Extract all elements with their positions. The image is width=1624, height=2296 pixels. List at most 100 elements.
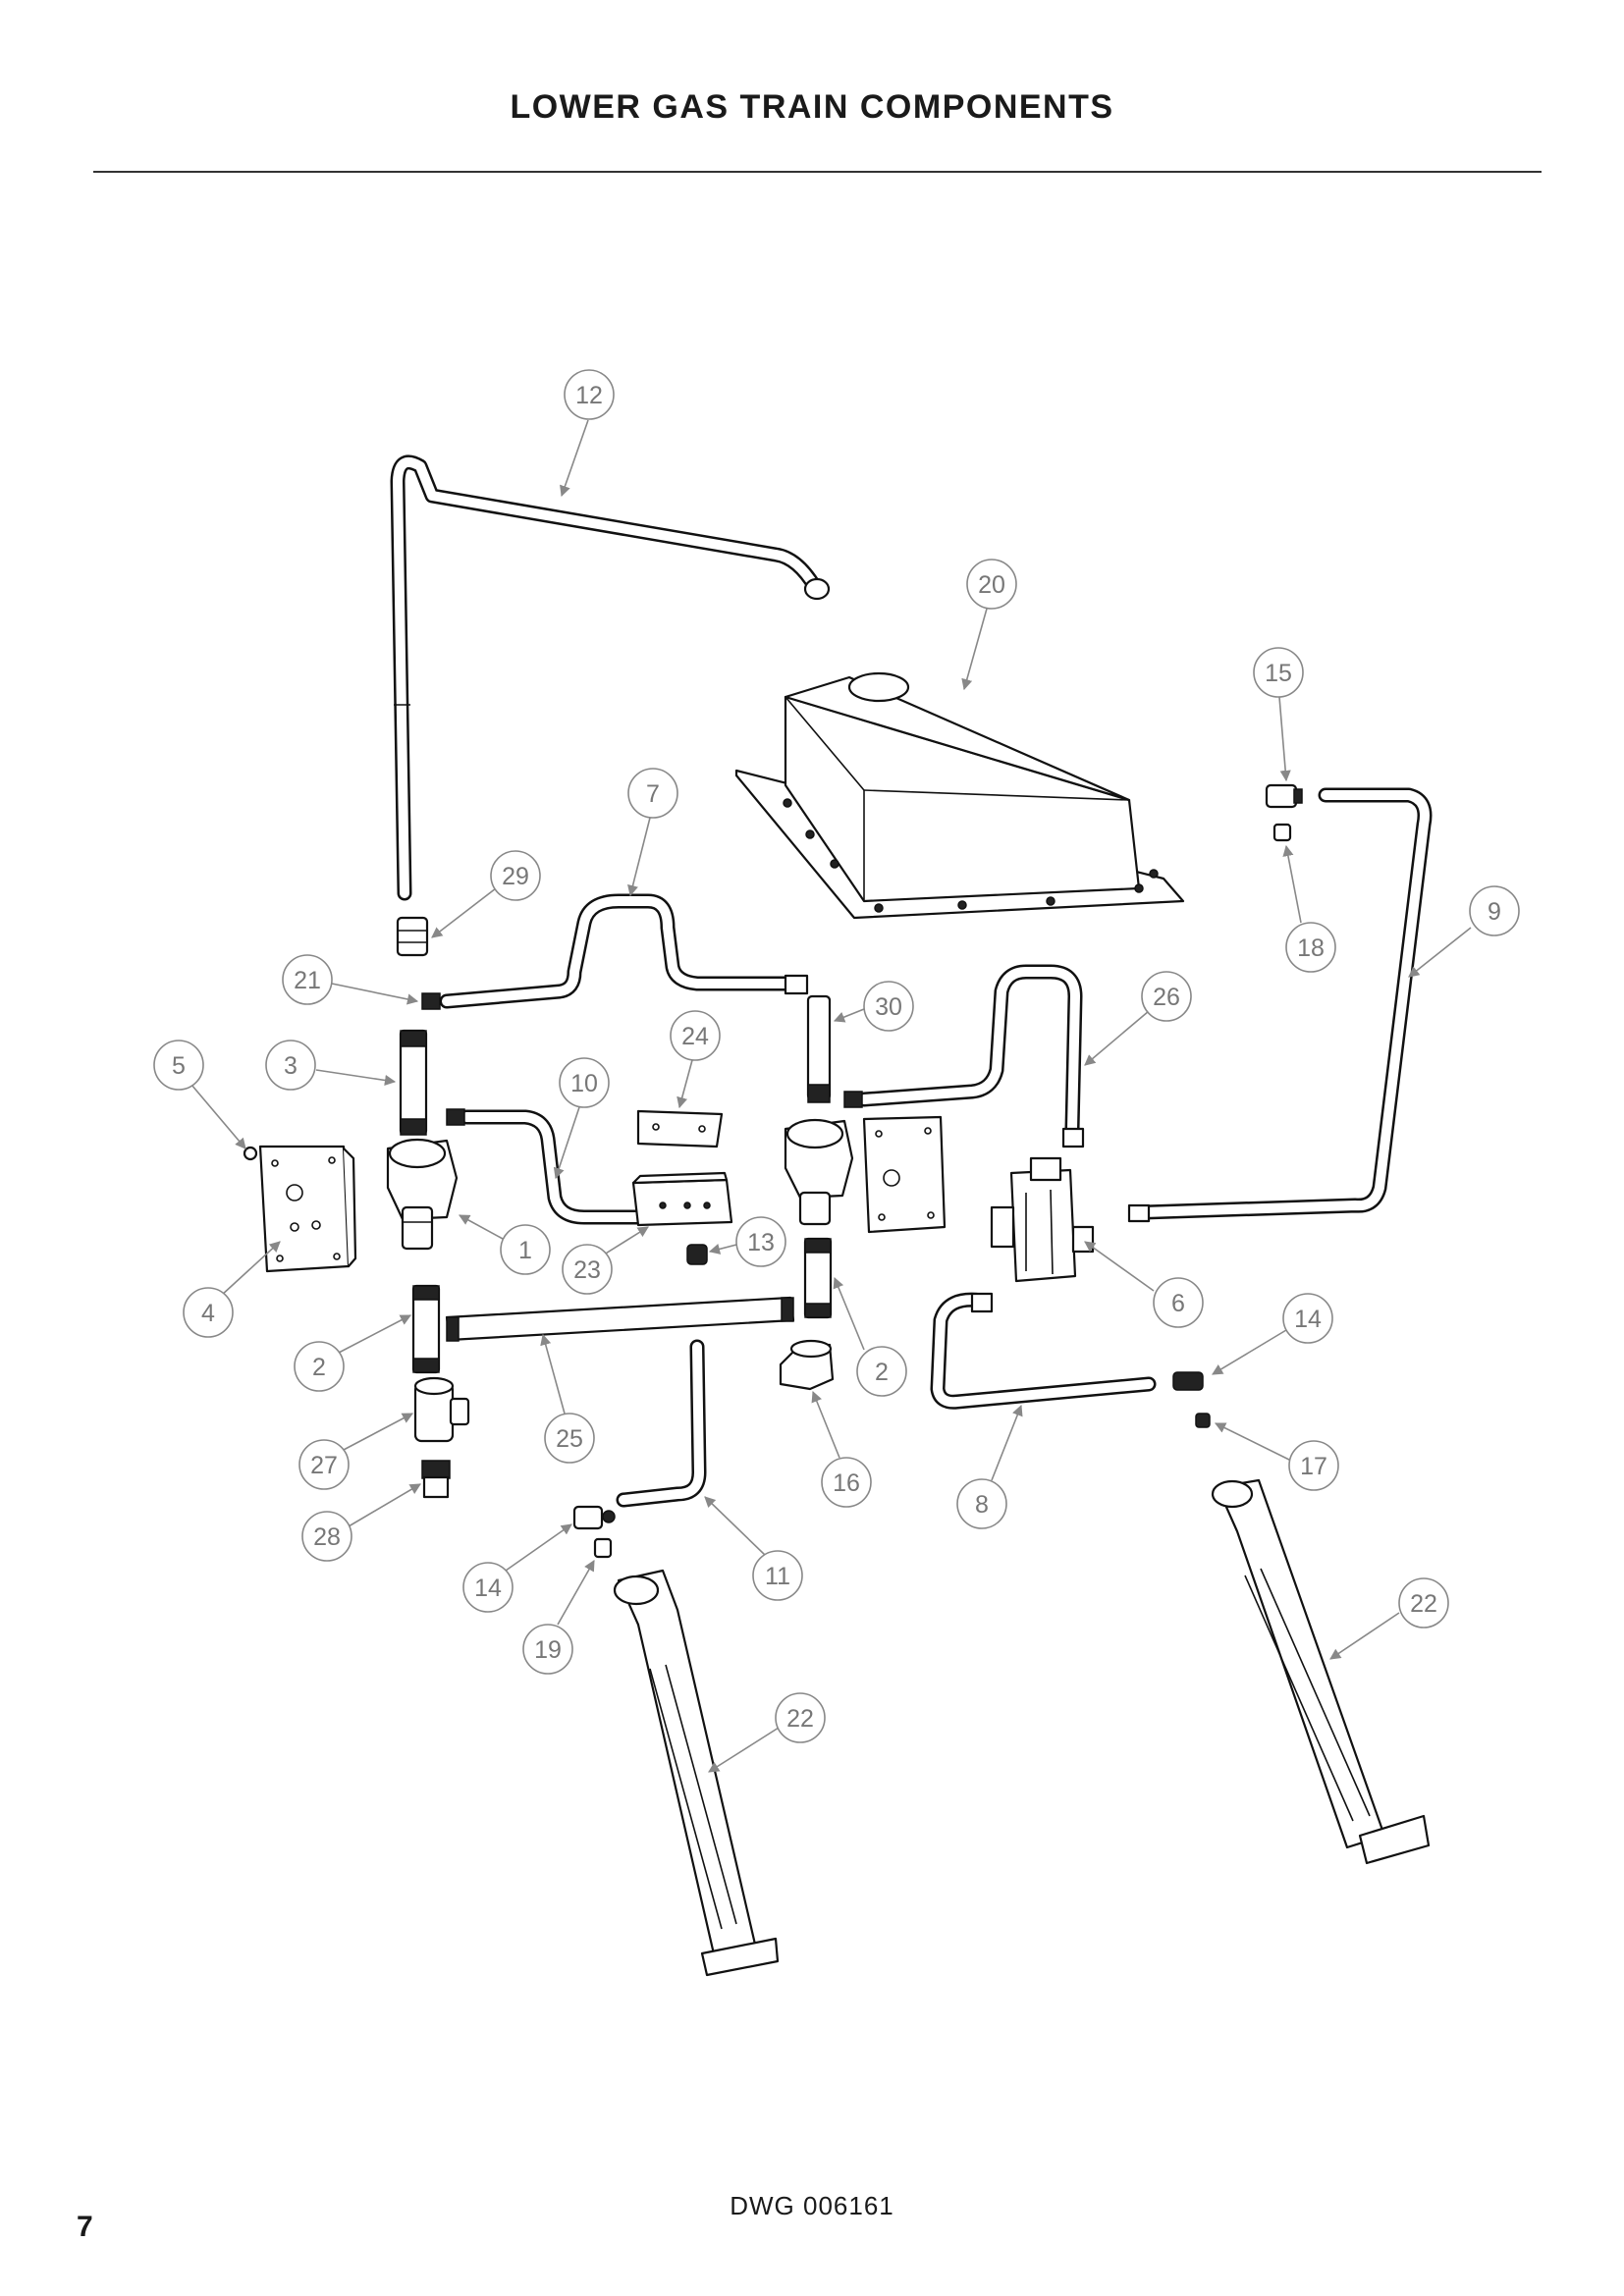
callout-label: 8 (975, 1491, 989, 1519)
part-18-nut (1272, 823, 1292, 842)
part-22-burner-left (613, 1569, 780, 1977)
callout-2-left: 2 (294, 1314, 411, 1392)
callout-label: 19 (534, 1636, 562, 1664)
callout-label: 3 (284, 1052, 298, 1080)
part-9-tube (1127, 787, 1433, 1223)
part-28-bushing (421, 1460, 451, 1499)
callout-14-right: 14 (1212, 1293, 1333, 1375)
callout-label: 6 (1171, 1290, 1185, 1317)
callout-21: 21 (282, 954, 419, 1005)
part-1-valve (386, 1138, 459, 1251)
callout-label: 2 (875, 1359, 889, 1386)
page-number: 7 (77, 2211, 93, 2243)
part-14-orifice-left (572, 1505, 616, 1530)
callout-23: 23 (562, 1226, 649, 1295)
callout-label: 9 (1488, 898, 1501, 926)
callout-label: 20 (978, 571, 1005, 599)
callout-13: 13 (708, 1216, 786, 1267)
callout-10: 10 (553, 1057, 610, 1180)
callout-label: 13 (747, 1229, 775, 1256)
callout-17: 17 (1214, 1422, 1339, 1491)
callout-19: 19 (522, 1560, 595, 1675)
callout-label: 25 (556, 1425, 583, 1453)
callout-label: 21 (294, 967, 321, 994)
callout-25: 25 (540, 1333, 595, 1464)
callout-label: 12 (575, 382, 603, 409)
part-7-tube (421, 893, 809, 1010)
drawing-number: DWG 006161 (730, 2191, 894, 2220)
part-12-tube (390, 454, 831, 901)
part-13-elbow (686, 1244, 708, 1265)
part-5-screw (243, 1146, 258, 1161)
callout-label: 22 (1410, 1590, 1437, 1618)
page-title: LOWER GAS TRAIN COMPONENTS (510, 88, 1114, 126)
callout-14-left: 14 (462, 1523, 572, 1613)
callout-6: 6 (1084, 1241, 1204, 1328)
part-valve-right (784, 1118, 854, 1226)
callout-label: 24 (681, 1023, 709, 1050)
callout-22-right: 22 (1329, 1577, 1449, 1660)
callout-30: 30 (833, 981, 914, 1032)
callout-label: 2 (312, 1354, 326, 1381)
part-2-nipple-right (803, 1237, 833, 1319)
callout-label: 23 (573, 1256, 601, 1284)
part-19-nut (593, 1537, 613, 1559)
part-11-tube (616, 1339, 707, 1508)
callout-24: 24 (670, 1010, 721, 1109)
part-bracket-right (862, 1115, 947, 1234)
callout-11: 11 (704, 1496, 803, 1601)
callout-2-right: 2 (833, 1276, 907, 1397)
callout-label: 17 (1300, 1453, 1327, 1480)
callout-7: 7 (627, 768, 678, 897)
callout-20: 20 (961, 559, 1017, 691)
callout-3: 3 (265, 1040, 397, 1091)
callout-28: 28 (301, 1483, 421, 1562)
callouts: 12 20 15 7 29 18 9 (153, 369, 1520, 1773)
callout-15: 15 (1253, 647, 1304, 782)
part-17-nut (1195, 1413, 1211, 1428)
callout-18: 18 (1282, 844, 1336, 973)
part-30-pipe (806, 994, 832, 1103)
part-22-burner-right (1211, 1478, 1431, 1865)
part-4-bracket (258, 1145, 357, 1273)
callout-label: 26 (1153, 984, 1180, 1011)
part-16-elbow (779, 1339, 835, 1391)
part-20-control-box (734, 671, 1185, 920)
part-27-tee (413, 1376, 470, 1443)
callout-label: 15 (1265, 660, 1292, 687)
part-14-orifice-right (1172, 1371, 1204, 1391)
title-divider (93, 171, 1542, 173)
callout-8: 8 (956, 1404, 1023, 1529)
callout-16: 16 (811, 1390, 872, 1508)
callout-22-left: 22 (708, 1692, 826, 1773)
part-10-tube (446, 1108, 646, 1225)
callout-9: 9 (1408, 885, 1520, 978)
callout-label: 10 (570, 1070, 598, 1097)
callout-label: 29 (502, 863, 529, 890)
callout-label: 18 (1297, 934, 1325, 962)
callout-label: 4 (201, 1300, 215, 1327)
part-29-coupling (396, 916, 429, 957)
callout-29: 29 (431, 850, 541, 938)
part-8-tube (930, 1292, 1157, 1410)
callout-label: 1 (518, 1237, 532, 1264)
callout-27: 27 (298, 1413, 413, 1490)
part-23-module (631, 1171, 733, 1227)
parts-drawing (243, 454, 1433, 1977)
part-15-fitting (1265, 783, 1303, 809)
part-25-pipe (445, 1296, 795, 1342)
part-24-plate (636, 1109, 724, 1148)
callout-26: 26 (1084, 971, 1192, 1066)
callout-1: 1 (459, 1214, 551, 1275)
part-3-nipple (399, 1029, 428, 1136)
callout-label: 5 (172, 1052, 186, 1080)
part-6-gas-valve (990, 1156, 1095, 1283)
callout-label: 14 (1294, 1306, 1322, 1333)
part-2-nipple-left (411, 1284, 441, 1374)
callout-label: 30 (875, 993, 902, 1021)
callout-12: 12 (560, 369, 615, 498)
callout-4: 4 (183, 1241, 281, 1338)
part-26-tube (843, 964, 1085, 1148)
callout-label: 16 (833, 1469, 860, 1497)
callout-label: 7 (646, 780, 660, 808)
